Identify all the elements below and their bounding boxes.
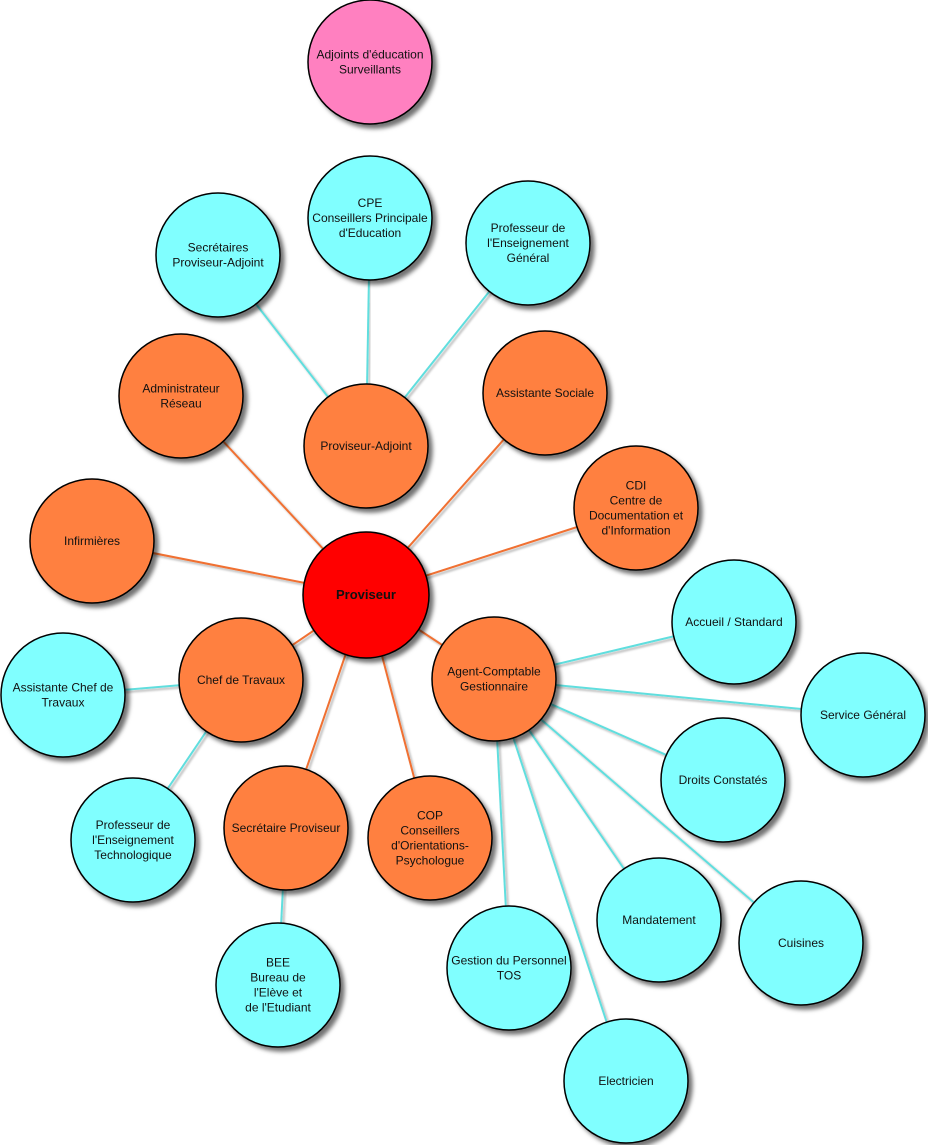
node-circle bbox=[29, 478, 155, 604]
node-circle bbox=[465, 180, 591, 306]
node-circle bbox=[307, 0, 433, 125]
node-proviseur[interactable]: Proviseur bbox=[302, 531, 430, 659]
node-label: Bureau de bbox=[250, 971, 306, 985]
node-label: de l'Etudiant bbox=[245, 1001, 311, 1015]
node-label: l'Elève et bbox=[254, 986, 303, 1000]
node-label: Proviseur-Adjoint bbox=[320, 439, 412, 453]
node-label: Professeur de bbox=[491, 221, 566, 235]
node-label: d'Orientations- bbox=[391, 839, 469, 853]
node-label: Administrateur bbox=[142, 382, 219, 396]
node-cuisines[interactable]: Cuisines bbox=[738, 880, 864, 1006]
node-label: Conseillers bbox=[400, 824, 459, 838]
node-circle bbox=[215, 922, 341, 1048]
node-sec-prov[interactable]: Secrétaire Proviseur bbox=[223, 765, 349, 891]
node-circle bbox=[155, 192, 281, 318]
node-label: Assistante Sociale bbox=[496, 386, 594, 400]
node-label: Proviseur-Adjoint bbox=[172, 256, 264, 270]
node-circle bbox=[118, 333, 244, 459]
node-droits[interactable]: Droits Constatés bbox=[660, 717, 786, 843]
node-label: Professeur de bbox=[96, 818, 171, 832]
connector-agent-cuisines bbox=[493, 678, 802, 944]
node-label: Droits Constatés bbox=[679, 773, 768, 787]
node-label: Conseillers Principale bbox=[312, 211, 428, 225]
node-label: Assistante Chef de bbox=[13, 681, 114, 695]
node-circle bbox=[446, 905, 572, 1031]
node-label: Agent-Comptable bbox=[447, 665, 541, 679]
connector-agent-elec bbox=[493, 678, 627, 1082]
node-circle bbox=[70, 777, 196, 903]
node-mandat[interactable]: Mandatement bbox=[596, 857, 722, 983]
node-label: Surveillants bbox=[339, 63, 401, 77]
node-circle bbox=[660, 717, 786, 843]
node-label: COP bbox=[417, 809, 443, 823]
node-label: Gestion du Personnel bbox=[451, 954, 566, 968]
node-circle bbox=[800, 652, 926, 778]
node-label: l'Enseignement bbox=[92, 833, 174, 847]
node-inf[interactable]: Infirmières bbox=[29, 478, 155, 604]
node-label: Secrétaire Proviseur bbox=[232, 821, 341, 835]
node-label: BEE bbox=[266, 956, 290, 970]
node-label: Gestionnaire bbox=[460, 680, 528, 694]
node-label: CPE bbox=[358, 196, 383, 210]
node-label: Général bbox=[507, 251, 550, 265]
node-chef[interactable]: Chef de Travaux bbox=[178, 617, 304, 743]
node-label: Psychologue bbox=[396, 854, 465, 868]
node-circle bbox=[302, 531, 430, 659]
node-circle bbox=[0, 632, 126, 758]
node-label: TOS bbox=[497, 969, 521, 983]
node-label: Accueil / Standard bbox=[685, 615, 782, 629]
node-label: Infirmières bbox=[64, 534, 120, 548]
node-label: d'Education bbox=[339, 226, 401, 240]
node-accueil[interactable]: Accueil / Standard bbox=[671, 559, 797, 685]
node-pa[interactable]: Proviseur-Adjoint bbox=[303, 383, 429, 509]
node-label: Electricien bbox=[598, 1074, 653, 1088]
node-elec[interactable]: Electricien bbox=[563, 1018, 689, 1144]
node-label: Adjoints d'éducation bbox=[316, 48, 423, 62]
node-label: Technologique bbox=[94, 848, 172, 862]
node-label: Cuisines bbox=[778, 936, 824, 950]
node-circle bbox=[223, 765, 349, 891]
node-service[interactable]: Service Général bbox=[800, 652, 926, 778]
node-circle bbox=[307, 155, 433, 281]
node-label: Travaux bbox=[42, 696, 85, 710]
node-label: Secrétaires bbox=[188, 241, 249, 255]
node-circle bbox=[563, 1018, 689, 1144]
node-circle bbox=[482, 330, 608, 456]
node-label: Documentation et bbox=[589, 509, 684, 523]
node-circle bbox=[596, 857, 722, 983]
node-circle bbox=[573, 445, 699, 571]
node-circle bbox=[671, 559, 797, 685]
node-ass-soc[interactable]: Assistante Sociale bbox=[482, 330, 608, 456]
node-circle bbox=[303, 383, 429, 509]
node-circle bbox=[738, 880, 864, 1006]
node-label: Réseau bbox=[160, 397, 201, 411]
node-circle bbox=[367, 775, 493, 901]
node-label: Chef de Travaux bbox=[197, 673, 285, 687]
node-circle bbox=[431, 616, 557, 742]
node-label: Service Général bbox=[820, 708, 906, 722]
node-label: d'Information bbox=[602, 524, 671, 538]
node-circle bbox=[178, 617, 304, 743]
node-label: Centre de bbox=[610, 494, 663, 508]
node-label: l'Enseignement bbox=[487, 236, 569, 250]
node-label: CDI bbox=[626, 479, 647, 493]
node-label: Mandatement bbox=[622, 913, 696, 927]
node-label: Proviseur bbox=[336, 587, 396, 602]
